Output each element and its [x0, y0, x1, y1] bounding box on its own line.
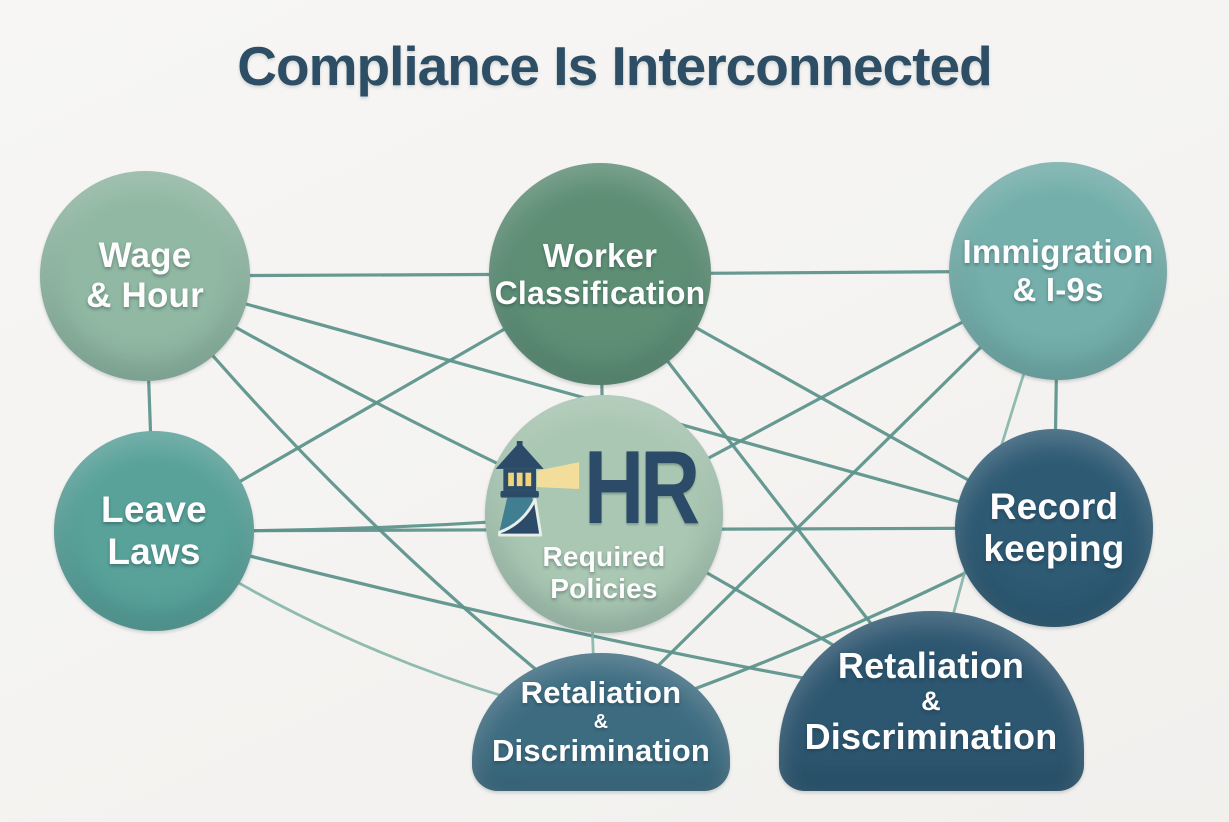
lighthouse-icon [495, 441, 580, 537]
hr-caption-line-1: Required [542, 541, 666, 572]
node-hr-center: HR Required Policies [485, 395, 723, 633]
node-label-line: Discrimination [491, 733, 711, 769]
node-label-line: Laws [107, 531, 201, 572]
node-label-line: Discrimination [804, 716, 1058, 758]
node-label-line: Classification [494, 274, 706, 311]
node-label-line: Retaliation [520, 675, 682, 711]
node-label-line: Leave [101, 488, 207, 530]
node-label-line: & [921, 685, 941, 716]
node-label-line: & I-9s [1012, 271, 1104, 308]
node-label: Immigration& I-9s [962, 233, 1153, 308]
node-label: Retaliation&Discrimination [492, 675, 710, 768]
node-label: Required Policies [543, 541, 666, 605]
node-label-line: Worker [542, 236, 658, 274]
node-label-line: Wage [98, 236, 192, 276]
node-retaliation-center: Retaliation&Discrimination [472, 653, 730, 791]
hr-logo-text: HR [583, 430, 700, 547]
diagram-title: Compliance Is Interconnected [237, 35, 992, 97]
hr-caption-line-2: Policies [550, 572, 658, 604]
node-label-line: keeping [983, 528, 1125, 569]
node-label: Retaliation&Discrimination [805, 645, 1058, 758]
hr-logo: HR [484, 430, 724, 547]
node-label-line: Retaliation [837, 644, 1025, 686]
node-label-line: & Hour [86, 276, 204, 315]
node-label-line: Record [989, 485, 1119, 527]
node-immigration: Immigration& I-9s [949, 162, 1167, 380]
node-label-line: Immigration [962, 233, 1154, 271]
node-label: Wage& Hour [86, 236, 204, 316]
node-wage-hour: Wage& Hour [40, 171, 250, 381]
node-label-line: & [593, 710, 609, 733]
